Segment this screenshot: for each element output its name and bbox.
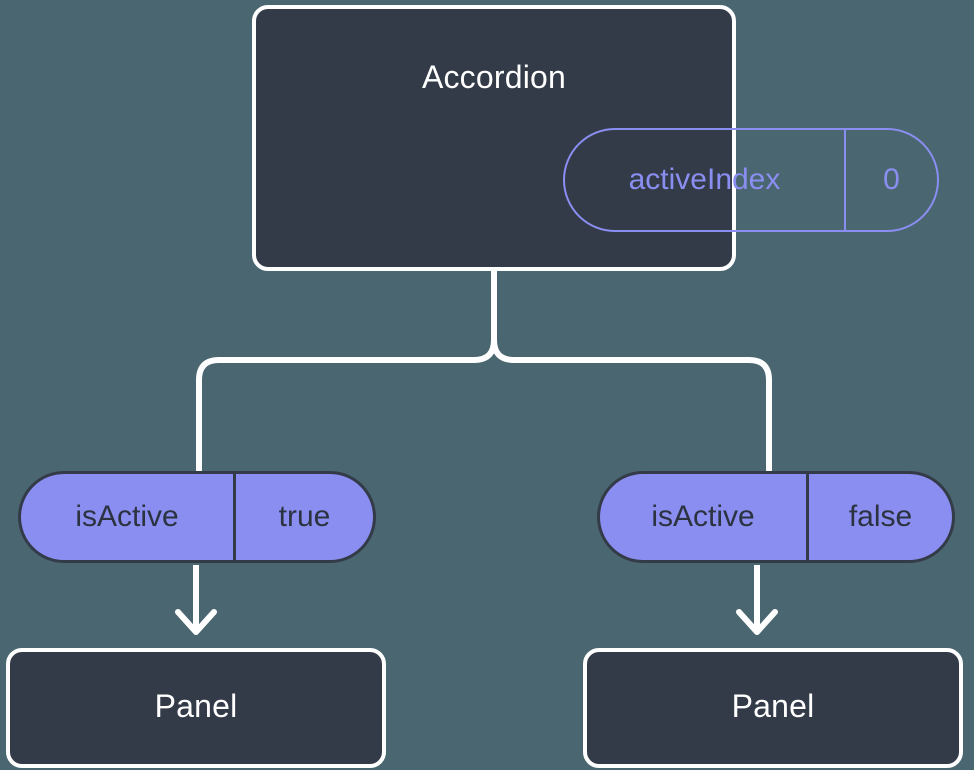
branch-line-right <box>491 337 772 473</box>
prop-pill-left-key: isActive <box>21 474 236 560</box>
prop-pill-is-active-false[interactable]: isActive false <box>597 471 955 563</box>
prop-pill-right-value: false <box>848 500 913 533</box>
panel-right-title: Panel <box>731 688 815 724</box>
state-pill-key: activeIndex <box>565 130 846 230</box>
accordion-title: Accordion <box>421 59 567 95</box>
arrow-head-left <box>175 609 217 635</box>
prop-pill-left-value: true <box>278 500 331 533</box>
panel-node-left[interactable]: Panel <box>6 648 386 768</box>
state-pill-value: 0 <box>883 163 900 196</box>
panel-node-right[interactable]: Panel <box>583 648 963 768</box>
prop-pill-right-key: isActive <box>600 474 809 560</box>
accordion-component-node[interactable]: Accordion activeIndex 0 <box>252 5 939 271</box>
panel-left-title: Panel <box>154 688 238 724</box>
state-pill-active-index[interactable]: activeIndex 0 <box>563 128 939 232</box>
branch-line-left <box>196 337 497 473</box>
prop-pill-is-active-true[interactable]: isActive true <box>18 471 376 563</box>
arrow-head-right <box>736 609 778 635</box>
